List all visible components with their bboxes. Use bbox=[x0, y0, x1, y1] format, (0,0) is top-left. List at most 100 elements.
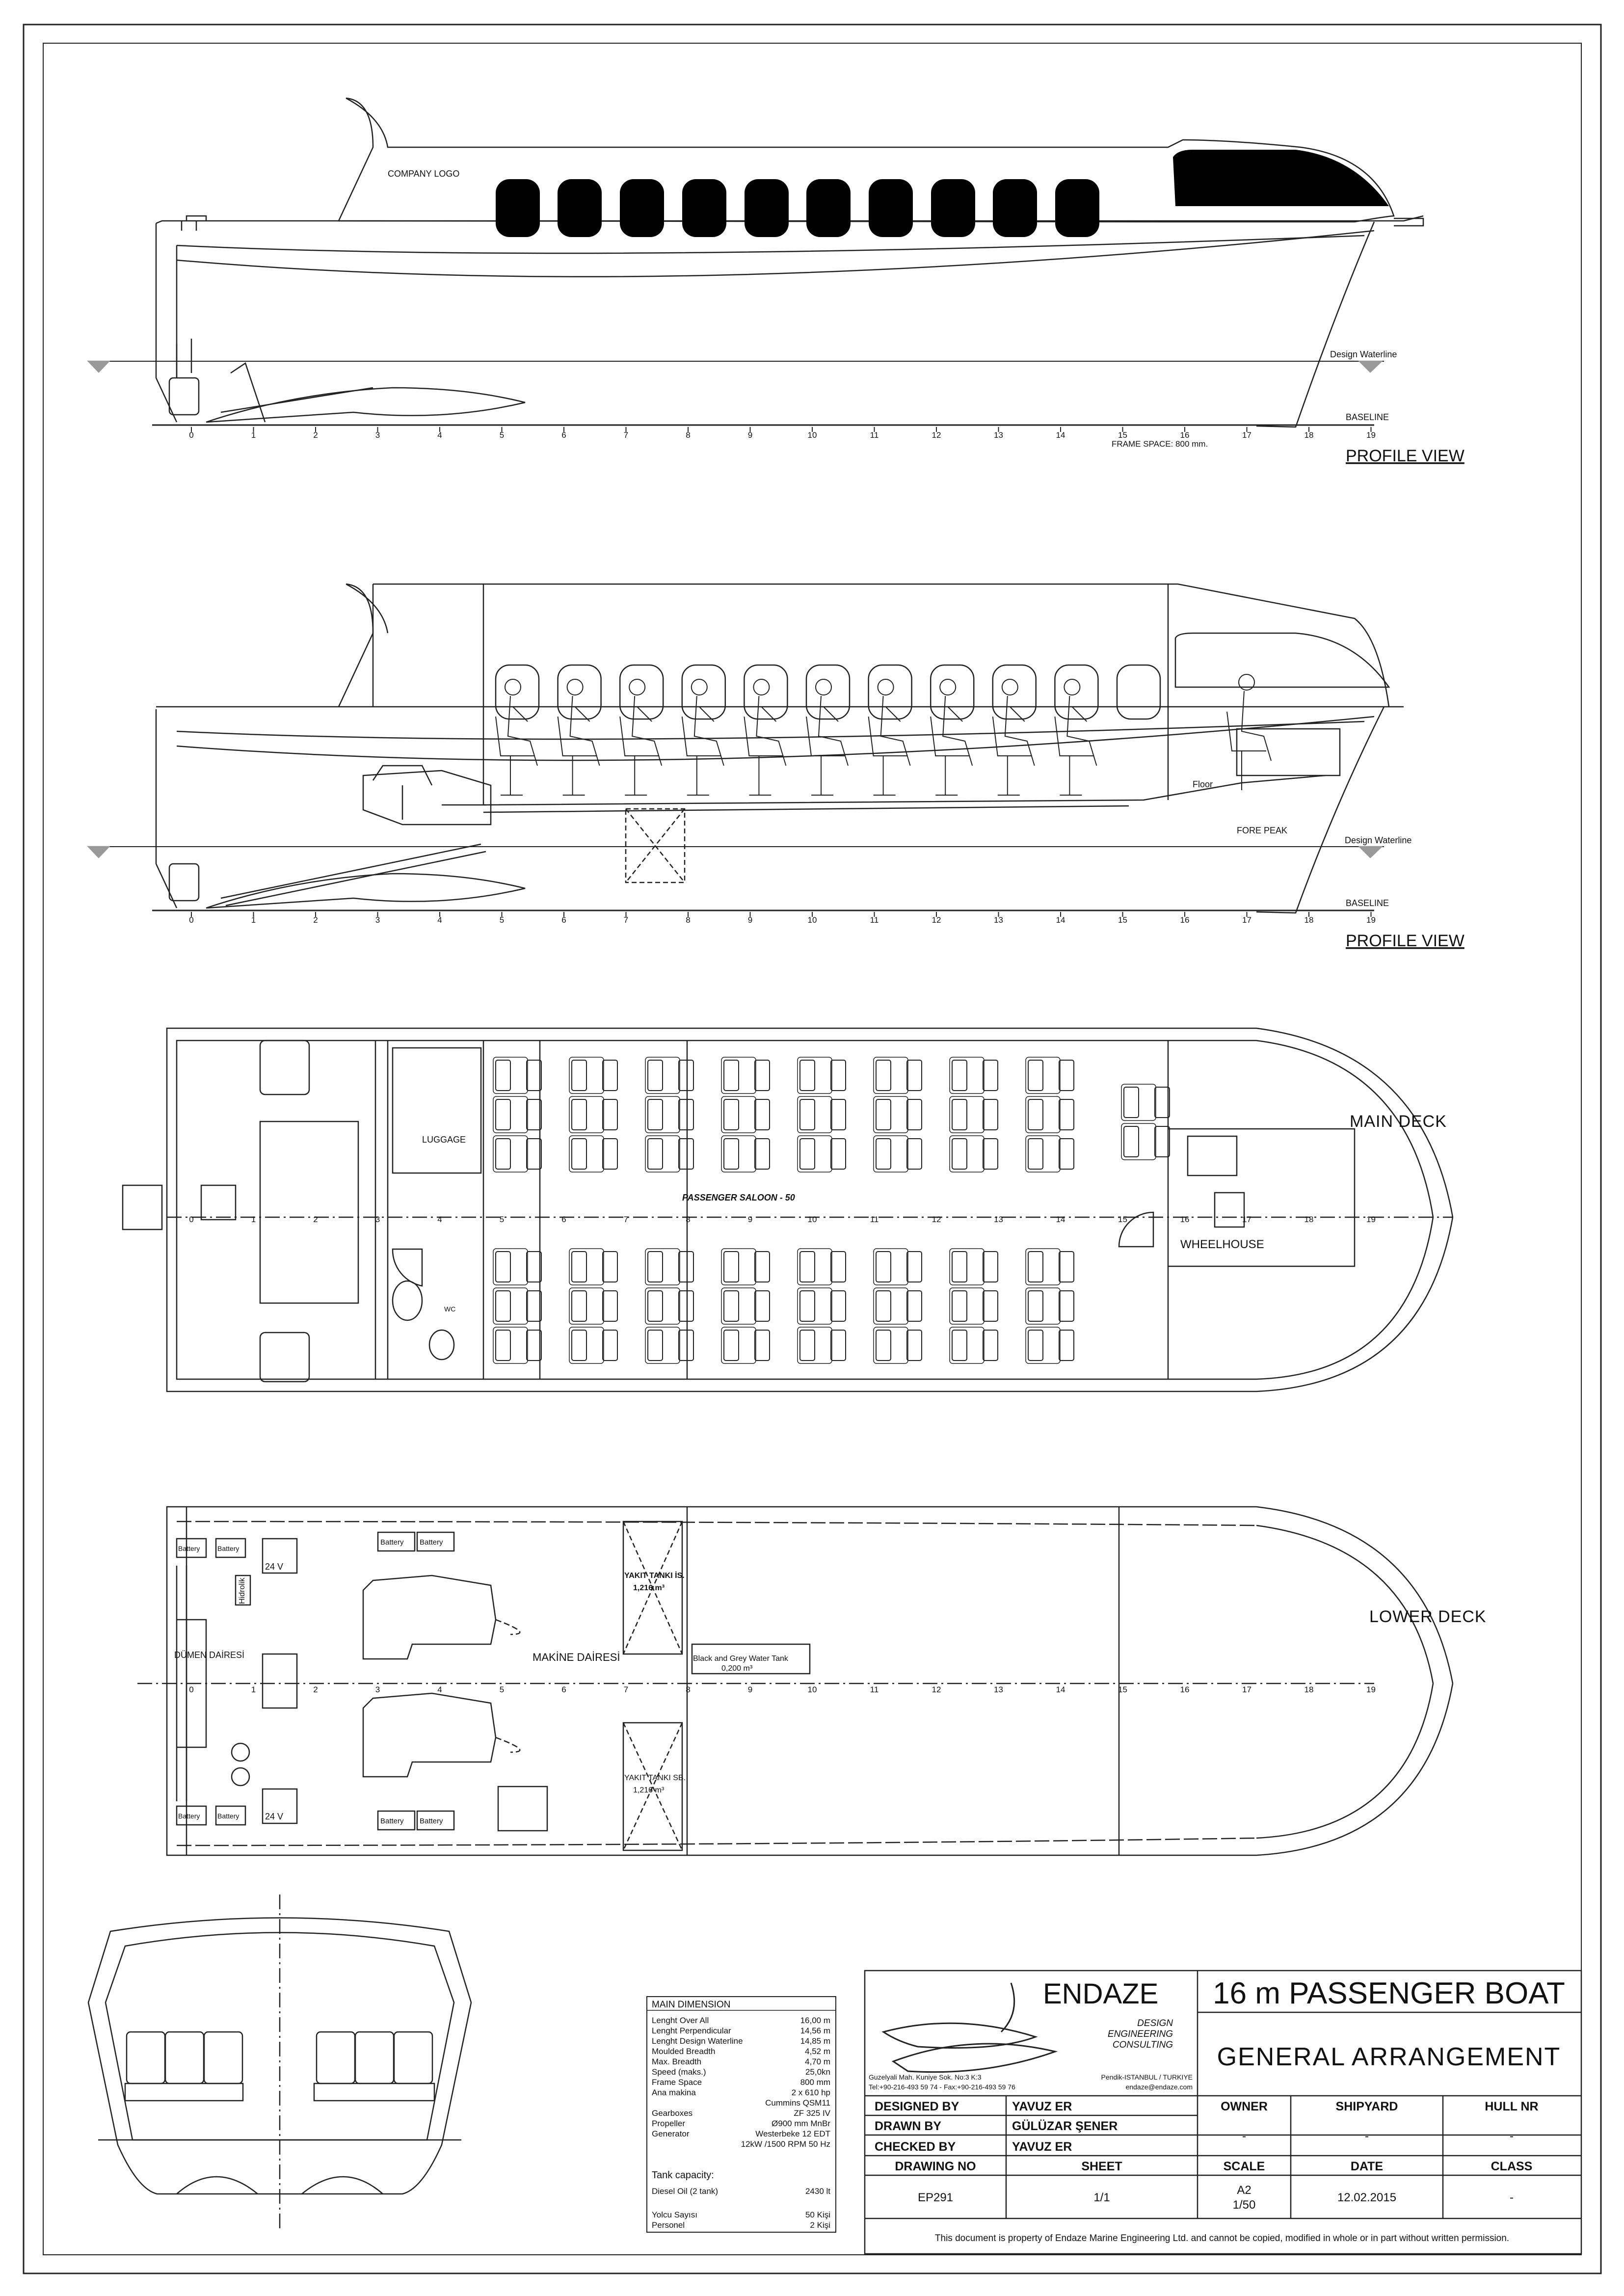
frame-number: 13 bbox=[994, 1215, 1003, 1224]
seated-passenger bbox=[806, 679, 849, 796]
seat-row bbox=[949, 1096, 985, 1133]
frame-number: 9 bbox=[748, 430, 752, 440]
frame-space-label: FRAME SPACE: 800 mm. bbox=[1112, 439, 1208, 449]
frame-number: 10 bbox=[808, 430, 817, 440]
seat bbox=[571, 1138, 587, 1170]
svg-text:Battery: Battery bbox=[380, 1538, 404, 1547]
saloon-window bbox=[1054, 664, 1099, 720]
frame-number: 18 bbox=[1305, 430, 1314, 440]
seat bbox=[952, 1138, 967, 1170]
frame-number: 12 bbox=[932, 1215, 941, 1224]
seat-row bbox=[645, 1057, 680, 1094]
seat bbox=[526, 1251, 542, 1282]
seat bbox=[830, 1060, 846, 1091]
frame-number: 14 bbox=[1056, 915, 1065, 925]
svg-text:Battery: Battery bbox=[420, 1817, 443, 1825]
drawn-by-label: DRAWN BY bbox=[875, 2119, 941, 2133]
seat bbox=[983, 1099, 998, 1130]
frame-number: 8 bbox=[686, 430, 690, 440]
frame-number: 2 bbox=[313, 430, 318, 440]
seat-row bbox=[645, 1327, 680, 1364]
company-name: ENDAZE bbox=[1043, 1978, 1158, 2010]
dimension-value: 16,00 m bbox=[800, 2016, 830, 2025]
seat-row bbox=[873, 1327, 908, 1364]
svg-text:Battery: Battery bbox=[217, 1545, 239, 1552]
seat-row bbox=[873, 1287, 908, 1325]
frame-number: 3 bbox=[375, 1215, 380, 1224]
seat-row bbox=[493, 1096, 528, 1133]
saloon-window bbox=[930, 664, 975, 720]
seated-passenger bbox=[557, 679, 600, 796]
seat bbox=[723, 1330, 739, 1361]
seat bbox=[754, 1290, 770, 1322]
scale-ratio: 1/50 bbox=[1233, 2198, 1256, 2212]
dimension-key: Max. Breadth bbox=[652, 2057, 701, 2066]
frame-number: 2 bbox=[313, 915, 318, 925]
profile-view-exterior bbox=[87, 97, 1424, 428]
design-waterline-label: Design Waterline bbox=[1330, 349, 1397, 359]
seat bbox=[876, 1290, 891, 1322]
seat-row bbox=[493, 1287, 528, 1325]
frame-number: 14 bbox=[1056, 430, 1065, 440]
voltage-label-top: 24 V bbox=[265, 1562, 283, 1572]
seat bbox=[983, 1138, 998, 1170]
luggage-label: LUGGAGE bbox=[422, 1135, 466, 1145]
seat bbox=[495, 1099, 511, 1130]
frame-number: 4 bbox=[437, 1685, 442, 1694]
seat-row bbox=[721, 1057, 756, 1094]
dimension-value: 14,85 m bbox=[800, 2036, 830, 2046]
dimension-value: 2 x 610 hp bbox=[792, 2088, 830, 2097]
seat bbox=[526, 1138, 542, 1170]
frame-number: 13 bbox=[994, 915, 1003, 925]
class-value: - bbox=[1510, 2191, 1514, 2204]
frame-number: 8 bbox=[686, 915, 690, 925]
seat bbox=[1028, 1138, 1043, 1170]
seat-row bbox=[873, 1135, 908, 1173]
grey-water-tank-label: Black and Grey Water Tank bbox=[693, 1655, 789, 1663]
seat-row bbox=[569, 1327, 604, 1364]
seat bbox=[830, 1330, 846, 1361]
scale-label: SCALE bbox=[1224, 2160, 1265, 2173]
seat-row bbox=[949, 1135, 985, 1173]
seated-passenger bbox=[930, 679, 973, 796]
seat bbox=[876, 1330, 891, 1361]
frame-number: 16 bbox=[1180, 1685, 1190, 1694]
seat bbox=[754, 1060, 770, 1091]
frame-number: 5 bbox=[500, 1685, 504, 1694]
helmsman bbox=[1226, 674, 1272, 790]
seated-passenger bbox=[868, 679, 911, 796]
seat-row bbox=[721, 1287, 756, 1325]
frame-number: 9 bbox=[748, 1685, 752, 1694]
seat bbox=[678, 1138, 694, 1170]
seat bbox=[906, 1330, 922, 1361]
seat bbox=[647, 1099, 663, 1130]
cross-section-view bbox=[87, 1895, 472, 2228]
svg-text:Battery: Battery bbox=[178, 1812, 200, 1820]
company-address: Guzelyali Mah. Kuniye Sok. No:3 K:3 bbox=[869, 2073, 982, 2081]
frame-number: 7 bbox=[624, 915, 628, 925]
seat bbox=[1123, 1126, 1139, 1157]
seat bbox=[906, 1060, 922, 1091]
frame-number: 14 bbox=[1056, 1215, 1065, 1224]
svg-text:Battery: Battery bbox=[178, 1545, 200, 1552]
seat-row bbox=[1025, 1135, 1061, 1173]
frame-number: 12 bbox=[932, 915, 941, 925]
frame-number: 1 bbox=[251, 915, 256, 925]
date-value: 12.02.2015 bbox=[1337, 2191, 1396, 2204]
dimension-value: 14,56 m bbox=[800, 2026, 830, 2035]
dimension-value: 12kW /1500 RPM 50 Hz bbox=[741, 2139, 830, 2149]
saloon-window bbox=[992, 664, 1037, 720]
fuel-tank-port-label: YAKIT TANKI İS. bbox=[624, 1571, 685, 1580]
seat bbox=[678, 1060, 694, 1091]
dimension-key: Diesel Oil (2 tank) bbox=[652, 2187, 718, 2196]
seat-row bbox=[797, 1287, 832, 1325]
frame-number: 6 bbox=[561, 430, 566, 440]
frame-number: 12 bbox=[932, 430, 941, 440]
seat bbox=[1154, 1087, 1170, 1118]
frame-number: 15 bbox=[1118, 1685, 1127, 1694]
seat bbox=[952, 1060, 967, 1091]
wheelhouse-window bbox=[1174, 632, 1390, 688]
